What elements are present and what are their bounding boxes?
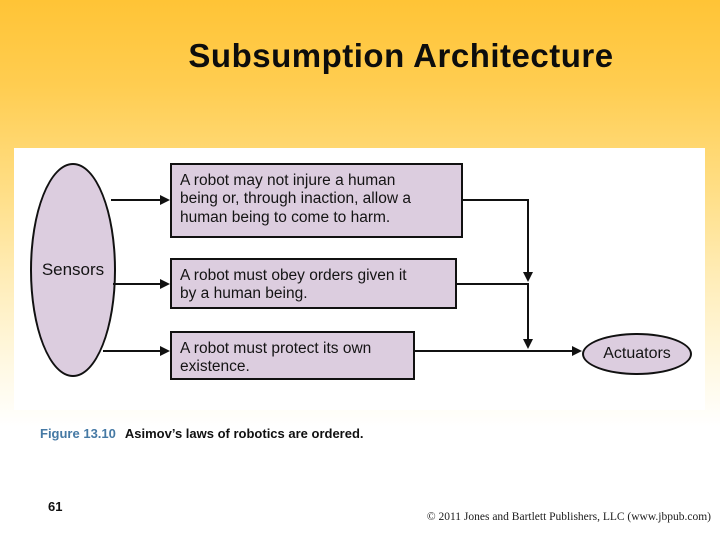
law3-box: A robot must protect its own existence. (170, 331, 415, 380)
law2-suppress-vline (527, 283, 529, 340)
law2-line1: A robot must obey orders given it (180, 267, 407, 284)
sensors-to-law3-line (103, 350, 161, 352)
sensors-to-law1-line (111, 199, 161, 201)
law2-output-line (455, 283, 529, 285)
sensors-to-law2-line (113, 283, 161, 285)
slide-title: Subsumption Architecture (188, 37, 614, 74)
sensors-to-law3-arrowhead-icon (160, 346, 170, 356)
law2-line2: by a human being. (180, 285, 308, 303)
page-number: 61 (48, 499, 63, 514)
sensors-node: Sensors (30, 163, 116, 377)
sensors-to-law2-arrowhead-icon (160, 279, 170, 289)
law1-line1: A robot may not injure a human (180, 172, 396, 189)
sensors-label: Sensors (41, 260, 105, 279)
law3-to-actuators-line (413, 350, 572, 352)
law2-box: A robot must obey orders given it by a h… (170, 258, 457, 309)
law1-output-line (461, 199, 529, 201)
law3-line2: existence. (180, 358, 250, 376)
law1-line2: being or, through inaction, allow a (180, 190, 411, 208)
copyright-notice: © 2011 Jones and Bartlett Publishers, LL… (426, 511, 711, 523)
law1-suppress-arrowhead-icon (523, 272, 533, 282)
actuators-label: Actuators (603, 345, 671, 362)
figure-caption-text: Asimov’s laws of robotics are ordered. (124, 426, 364, 441)
figure-caption: Figure 13.10 Asimov’s laws of robotics ar… (40, 426, 364, 441)
law3-to-actuators-arrowhead-icon (572, 346, 582, 356)
actuators-node: Actuators (582, 333, 692, 375)
law3-line1: A robot must protect its own (180, 340, 372, 357)
law1-box: A robot may not injure a human being or,… (170, 163, 463, 238)
law1-line3: human being to come to harm. (180, 208, 391, 226)
law2-suppress-arrowhead-icon (523, 339, 533, 349)
law1-suppress-vline (527, 199, 529, 273)
sensors-to-law1-arrowhead-icon (160, 195, 170, 205)
figure-caption-label: Figure 13.10 (40, 426, 116, 441)
